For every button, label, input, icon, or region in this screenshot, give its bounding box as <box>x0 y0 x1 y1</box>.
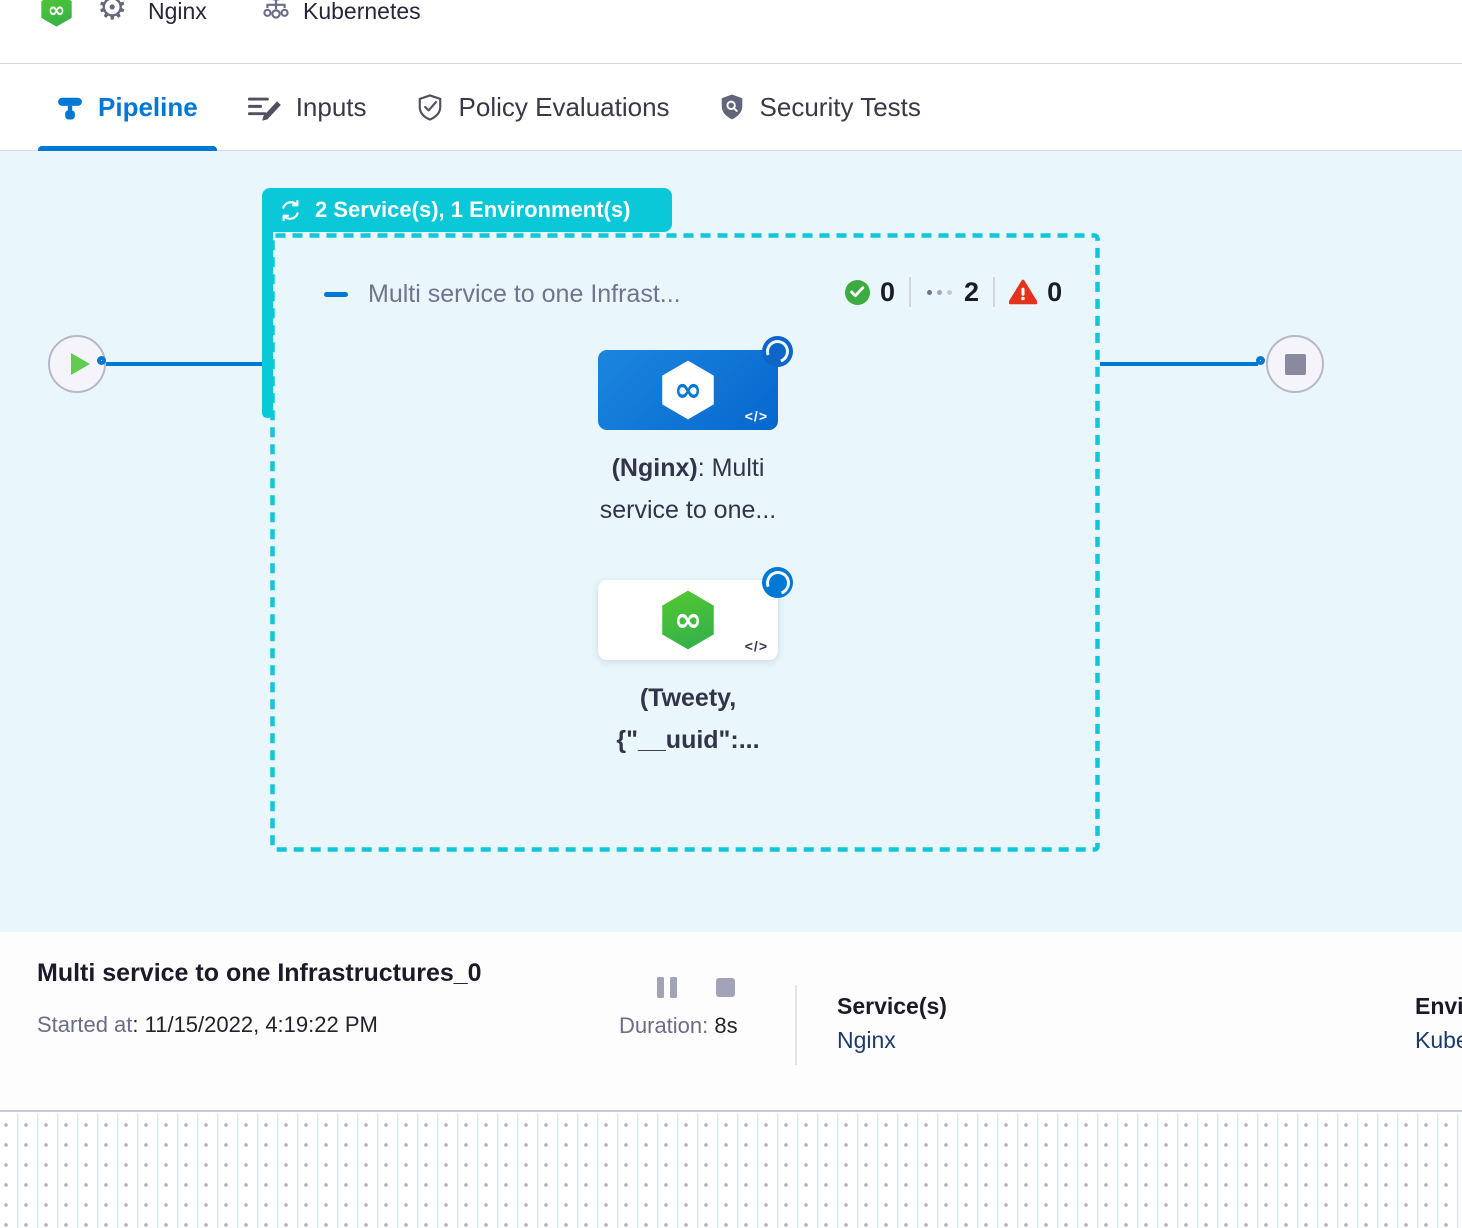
shield-check-icon <box>416 93 444 122</box>
play-icon <box>70 353 90 375</box>
environments-link[interactable]: Kubernetes <box>1415 1027 1462 1053</box>
tab-pipeline-label: Pipeline <box>98 91 198 122</box>
tab-inputs-label: Inputs <box>295 91 367 122</box>
services-label: Service(s) <box>837 993 947 1019</box>
execution-summary-panel: Multi service to one Infrastructures_0 S… <box>0 932 1462 1112</box>
started-at-value: : 11/15/2022, 4:19:22 PM <box>132 1012 378 1037</box>
pause-button[interactable] <box>657 977 677 998</box>
failed-count: 0 <box>1047 276 1063 307</box>
node-nginx-service[interactable]: ∞ </> <box>598 350 778 430</box>
kubernetes-icon <box>263 0 289 19</box>
stage-badge[interactable]: 2 Service(s), 1 Environment(s) <box>262 188 672 232</box>
stage-status-counts: 0 2 0 <box>845 276 1062 308</box>
collapse-stage-button[interactable] <box>324 291 348 297</box>
stage-badge-label: 2 Service(s), 1 Environment(s) <box>315 197 631 222</box>
tab-security-label: Security Tests <box>759 91 921 122</box>
success-check-icon <box>845 279 870 305</box>
started-at-row: Started at: 11/15/2022, 4:19:22 PM <box>37 1012 378 1038</box>
execution-header: ∞ ⚙ Nginx Kubernetes <box>0 0 1462 64</box>
tab-policy-evaluations[interactable]: Policy Evaluations <box>397 64 689 151</box>
running-dots-icon <box>927 289 953 295</box>
node-tweety-service[interactable]: ∞ </> <box>598 580 778 660</box>
started-at-label: Started at <box>37 1012 133 1037</box>
harness-logo-icon[interactable]: ∞ <box>41 0 72 27</box>
connector-line-left <box>106 362 266 366</box>
loop-refresh-icon <box>282 199 299 221</box>
node-tweety-label[interactable]: (Tweety, {"__uuid":... <box>616 684 760 754</box>
gear-icon: ⚙ <box>97 0 128 28</box>
code-icon: </> <box>744 408 768 424</box>
connector-port-left <box>97 356 106 365</box>
stage-header: Multi service to one Infrast... <box>324 277 681 311</box>
node-nginx-label[interactable]: (Nginx): Multi service to one... <box>599 454 777 524</box>
running-spinner-icon <box>762 336 793 367</box>
count-divider <box>993 277 996 307</box>
failed-warning-icon <box>1009 279 1038 305</box>
tab-policy-label: Policy Evaluations <box>458 91 670 122</box>
stop-square-icon <box>1284 353 1306 375</box>
code-icon: </> <box>744 638 768 654</box>
console-grid-area <box>0 1114 1462 1228</box>
stage-group-boundary <box>270 233 1100 852</box>
active-tab-underline <box>38 145 217 152</box>
stage-badge-tail <box>262 232 273 418</box>
footer-divider <box>795 985 797 1065</box>
running-spinner-icon <box>762 567 793 598</box>
duration-value: 8s <box>714 1013 738 1038</box>
harness-service-icon: ∞ <box>662 360 714 420</box>
connector-port-right <box>1256 356 1265 365</box>
pipeline-canvas[interactable]: 2 Service(s), 1 Environment(s) Multi ser… <box>0 151 1462 932</box>
environments-label: Environment(s) <box>1415 993 1462 1019</box>
running-count: 2 <box>964 276 980 307</box>
duration-label: Duration: <box>619 1013 715 1038</box>
header-pipeline-name[interactable]: Nginx <box>148 0 207 24</box>
tab-pipeline[interactable]: Pipeline <box>38 64 217 152</box>
pipeline-start-node <box>48 335 106 393</box>
shield-scan-icon <box>719 93 745 122</box>
stage-name-label[interactable]: Multi service to one Infrast... <box>368 279 681 308</box>
tab-security-tests[interactable]: Security Tests <box>700 64 940 151</box>
harness-service-icon: ∞ <box>662 590 714 650</box>
infinity-glyph: ∞ <box>47 0 66 22</box>
services-link[interactable]: Nginx <box>837 1027 896 1053</box>
execution-title: Multi service to one Infrastructures_0 <box>37 959 482 987</box>
execution-tabbar: Pipeline Inputs Policy Evalua <box>0 64 1462 152</box>
tab-inputs[interactable]: Inputs <box>228 64 386 151</box>
inputs-icon <box>247 94 281 121</box>
duration-row: Duration: 8s <box>619 1013 738 1039</box>
pipeline-icon <box>57 94 83 120</box>
count-divider <box>909 277 912 307</box>
stop-button[interactable] <box>716 978 735 997</box>
connector-line-right <box>1100 362 1258 366</box>
pipeline-end-node <box>1266 335 1324 393</box>
header-environment-name[interactable]: Kubernetes <box>303 0 421 24</box>
success-count: 0 <box>880 276 896 307</box>
